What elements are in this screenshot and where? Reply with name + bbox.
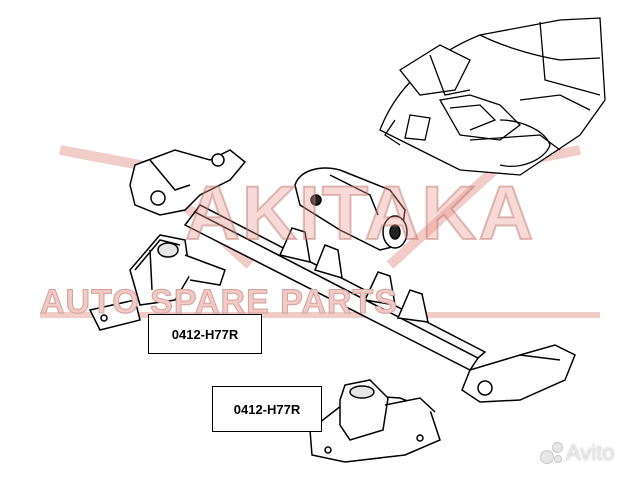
brand-watermark: AKITAKA	[184, 170, 536, 257]
avito-watermark: Avito	[540, 440, 615, 466]
left-engine-mount-drawing	[88, 234, 226, 331]
car-engine-bay-drawing	[379, 17, 606, 176]
rear-mount-drawing	[294, 167, 408, 251]
avito-wordmark: Avito	[566, 440, 615, 465]
part-number-label: 0412-H77R	[212, 386, 322, 432]
avito-logo-icon	[540, 442, 563, 464]
part-number-label: 0412-H77R	[148, 314, 262, 354]
tagline-watermark: AUTO SPARE PARTS	[40, 283, 398, 322]
bottom-engine-mount-drawing	[309, 379, 441, 463]
crossmember-beam-drawing	[129, 149, 576, 403]
